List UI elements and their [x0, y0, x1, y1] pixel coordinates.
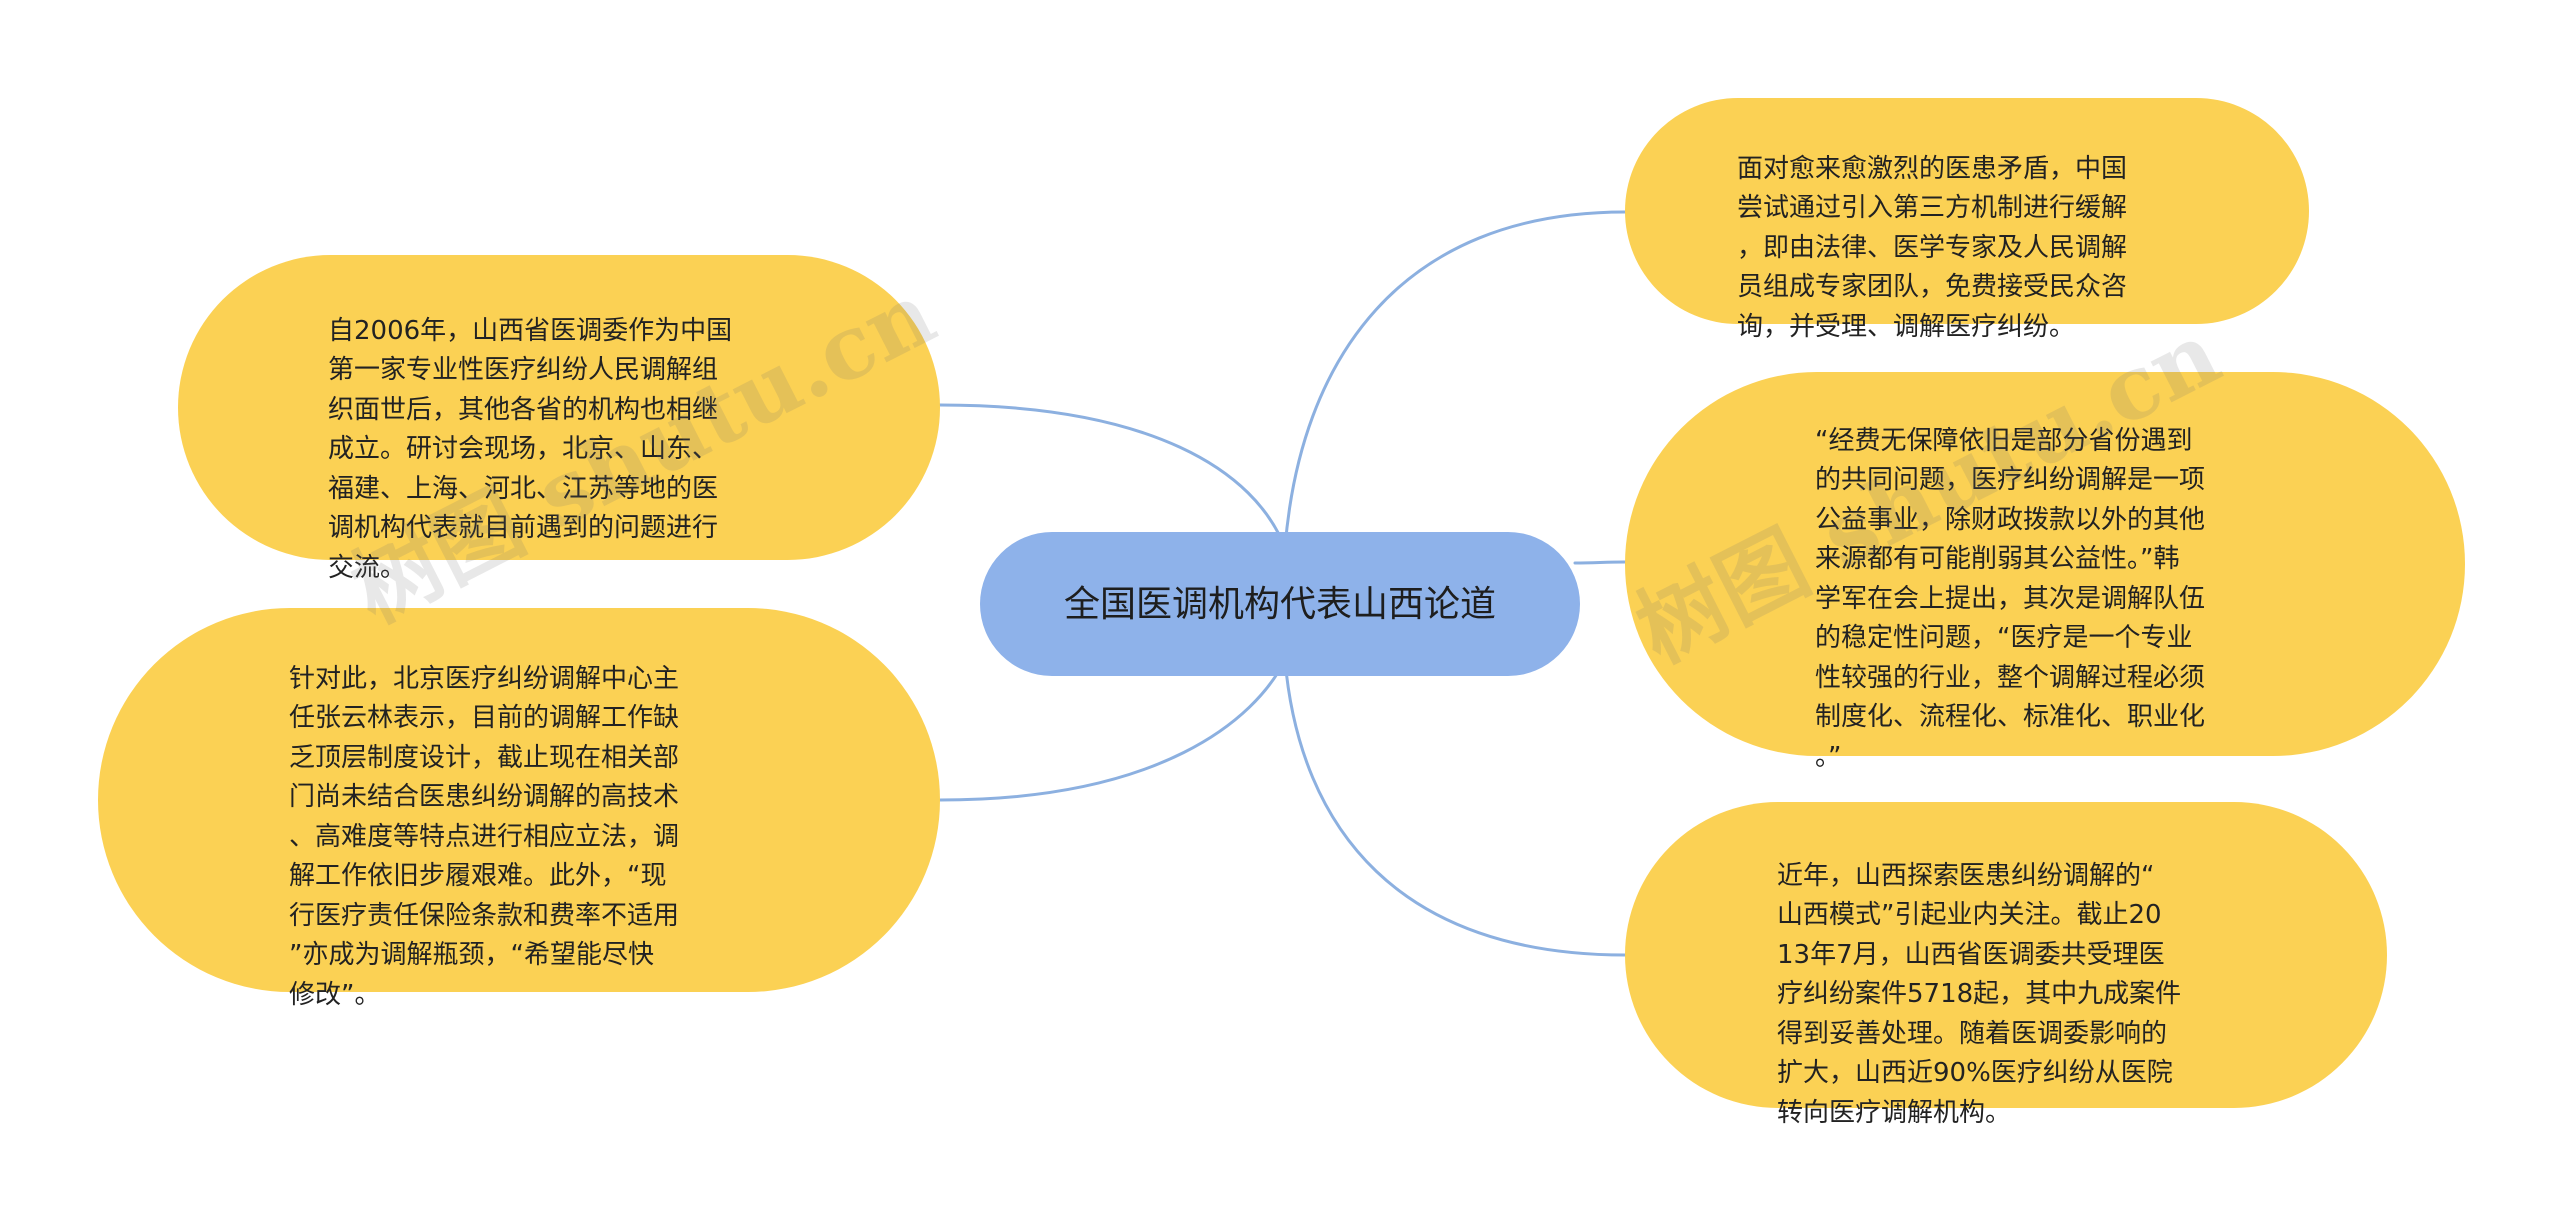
connector-to-third-party-note	[1283, 210, 1627, 550]
connector-to-beijing-note	[938, 658, 1287, 802]
central-topic-label: 全国医调机构代表山西论道	[1063, 583, 1496, 625]
connector-to-2006-note	[938, 403, 1287, 550]
branch-third-party-mechanism[interactable]: 面对愈来愈激烈的医患矛盾，中国 尝试通过引入第三方机制进行缓解 ，即由法律、医学…	[1625, 98, 2309, 342]
branch-third-party-mechanism-text: 面对愈来愈激烈的医患矛盾，中国 尝试通过引入第三方机制进行缓解 ，即由法律、医学…	[1737, 153, 2128, 342]
central-topic[interactable]: 全国医调机构代表山西论道	[980, 532, 1580, 676]
connector-to-shanxi-model-note	[1283, 658, 1627, 957]
branch-beijing-center-comments[interactable]: 针对此，北京医疗纠纷调解中心主 任张云林表示，目前的调解工作缺 乏顶层制度设计，…	[98, 608, 940, 1010]
branch-2006-shanxi-committee-text: 自2006年，山西省医调委作为中国 第一家专业性医疗纠纷人民调解组 织面世后，其…	[328, 315, 733, 583]
branch-funding-concerns[interactable]: “经费无保障依旧是部分省份遇到 的共同问题，医疗纠纷调解是一项 公益事业，除财政…	[1625, 372, 2465, 772]
branch-beijing-center-comments-text: 针对此，北京医疗纠纷调解中心主 任张云林表示，目前的调解工作缺 乏顶层制度设计，…	[289, 663, 680, 1010]
connector-to-funding-note	[1573, 560, 1627, 565]
branch-funding-concerns-text: “经费无保障依旧是部分省份遇到 的共同问题，医疗纠纷调解是一项 公益事业，除财政…	[1815, 425, 2206, 772]
branch-shanxi-model[interactable]: 近年，山西探索医患纠纷调解的“ 山西模式”引起业内关注。截止20 13年7月，山…	[1625, 802, 2387, 1128]
branch-shanxi-model-text: 近年，山西探索医患纠纷调解的“ 山西模式”引起业内关注。截止20 13年7月，山…	[1777, 860, 2182, 1128]
branch-2006-shanxi-committee[interactable]: 自2006年，山西省医调委作为中国 第一家专业性医疗纠纷人民调解组 织面世后，其…	[178, 255, 940, 583]
